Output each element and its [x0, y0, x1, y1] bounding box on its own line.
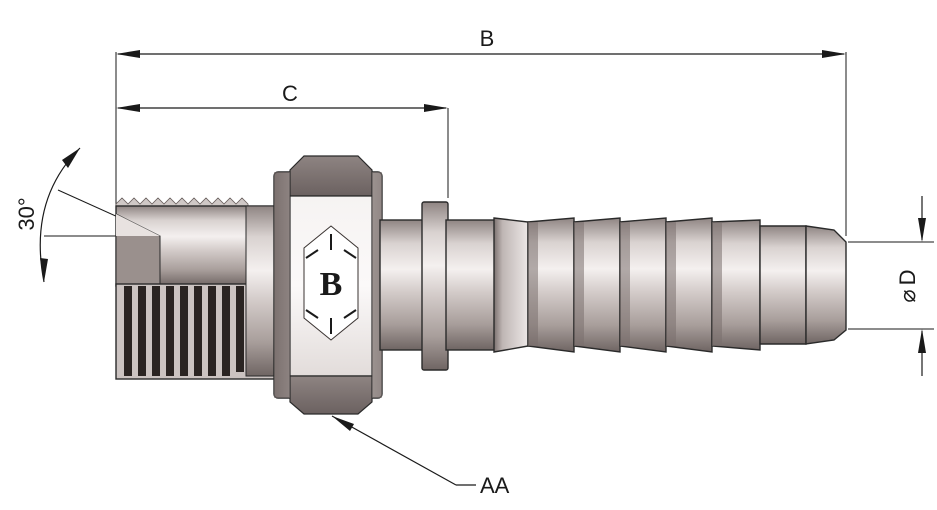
collar [379, 201, 497, 371]
hose-barbs [493, 217, 847, 353]
dimension-c: C [116, 81, 449, 198]
dimension-b: B [115, 26, 847, 236]
brand-logo: B [303, 225, 359, 341]
thread-ridges [124, 286, 244, 376]
angle-label: 30° [14, 197, 39, 230]
svg-text:⌀D: ⌀D [895, 269, 920, 302]
hex-label: AA [480, 473, 510, 498]
logo-letter: B [320, 266, 343, 303]
dimension-b-label: B [480, 26, 495, 51]
dimension-d: ⌀D [848, 196, 934, 376]
hex-leader: AA [331, 415, 510, 498]
threaded-end [115, 197, 277, 380]
dimension-c-label: C [282, 81, 298, 106]
diameter-symbol: ⌀ [895, 289, 920, 302]
dimension-d-label: D [895, 269, 920, 285]
hex-nut: B [273, 155, 383, 415]
